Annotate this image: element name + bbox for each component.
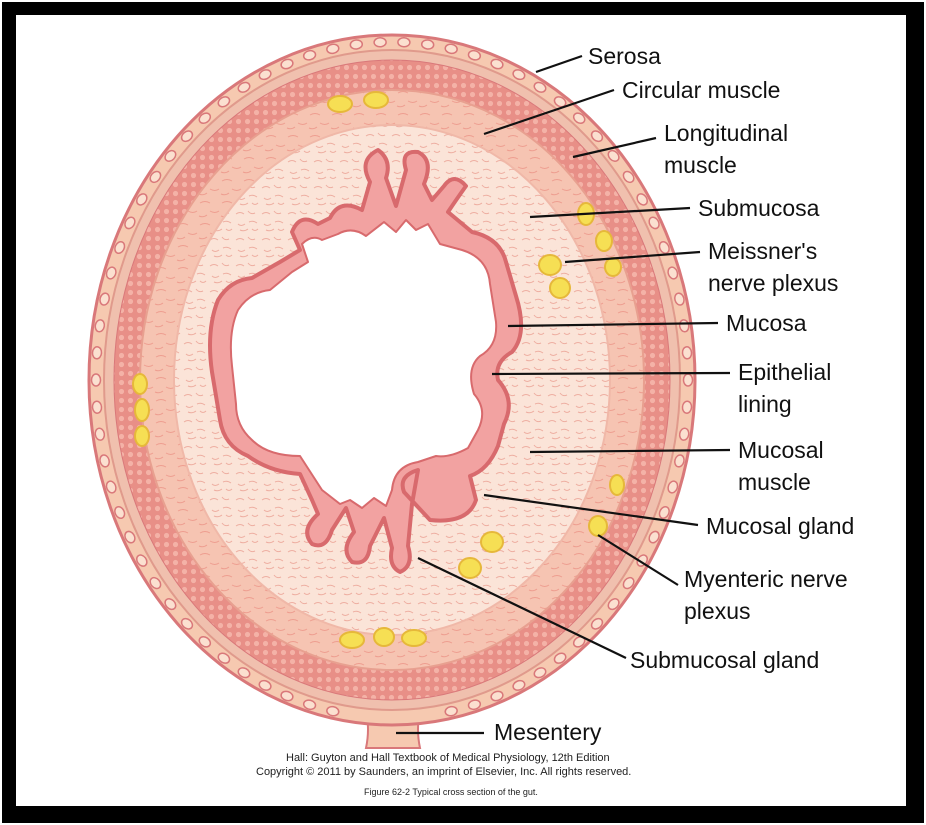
label-epithelial-line2: lining — [738, 389, 792, 420]
label-epithelial-line1: Epithelial — [738, 357, 831, 388]
label-mucosal-muscle-line1: Mucosal — [738, 435, 824, 466]
serosa-cell — [684, 374, 693, 386]
serosa-cell — [92, 401, 102, 414]
label-mucosa: Mucosa — [726, 308, 807, 339]
serosa-cell — [421, 39, 434, 49]
label-myenteric-line2: plexus — [684, 596, 750, 627]
label-circular-muscle: Circular muscle — [622, 75, 780, 106]
serosa-cell — [682, 346, 692, 359]
caption-source: Hall: Guyton and Hall Textbook of Medica… — [286, 752, 610, 764]
label-meissners-line2: nerve plexus — [708, 268, 838, 299]
label-serosa: Serosa — [588, 41, 661, 72]
serosa-cell — [374, 38, 386, 47]
label-mucosal-gland: Mucosal gland — [706, 511, 854, 542]
label-myenteric-line1: Myenteric nerve — [684, 564, 848, 595]
label-meissners-line1: Meissner's — [708, 236, 817, 267]
serosa-cell — [350, 39, 363, 49]
caption-copyright: Copyright © 2011 by Saunders, an imprint… — [256, 766, 631, 778]
serosa-cell — [682, 401, 692, 414]
serosa-cell — [92, 346, 102, 359]
label-longitudinal-muscle-line1: Longitudinal — [664, 118, 788, 149]
label-mucosal-muscle-line2: muscle — [738, 467, 811, 498]
label-longitudinal-muscle-line2: muscle — [664, 150, 737, 181]
label-mesentery: Mesentery — [494, 717, 601, 748]
label-submucosal-gland: Submucosal gland — [630, 645, 819, 676]
caption-figure-title: Figure 62-2 Typical cross section of the… — [364, 787, 538, 797]
label-submucosa: Submucosa — [698, 193, 819, 224]
serosa-cell — [398, 38, 410, 47]
serosa-cell — [92, 374, 101, 386]
